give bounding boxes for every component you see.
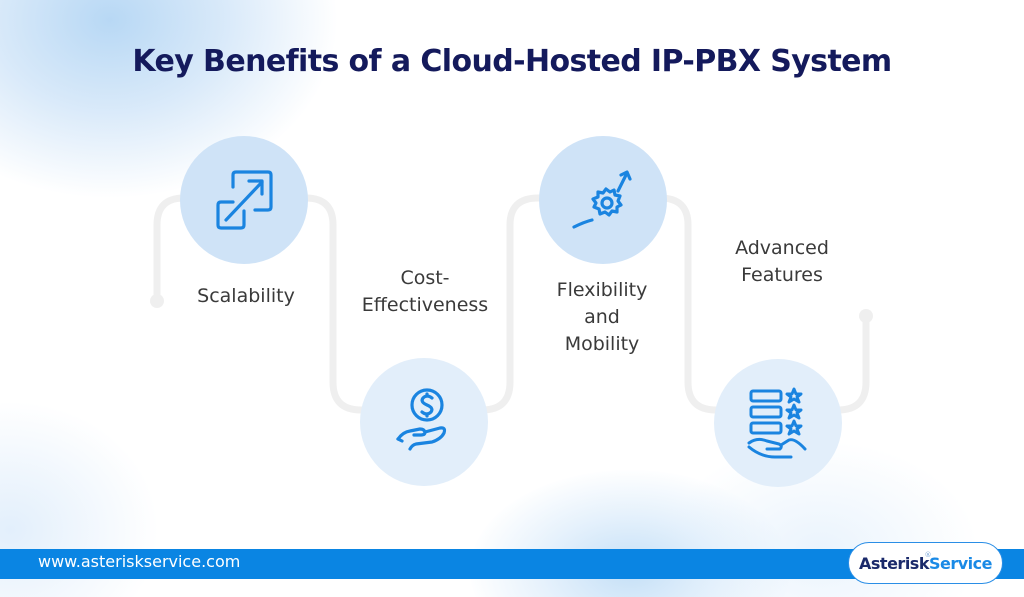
flexibility-icon-circle bbox=[539, 136, 667, 264]
resize-arrow-icon bbox=[216, 170, 273, 230]
logo-registered-mark: ® bbox=[924, 550, 931, 559]
asteriskservice-logo: Asterisk®Service bbox=[848, 542, 1003, 584]
cost-effectiveness-icon-circle bbox=[360, 358, 488, 486]
benefit-label-advanced-features: Advanced Features bbox=[735, 237, 829, 286]
features-hand-stars-icon bbox=[747, 387, 807, 459]
advanced-features-icon-circle bbox=[714, 359, 842, 487]
logo-text-service: Service bbox=[928, 553, 993, 573]
path-start-dot bbox=[150, 294, 164, 308]
gear-arrow-icon bbox=[572, 170, 632, 229]
scalability-icon-circle bbox=[180, 136, 308, 264]
benefit-label-flexibility-mobility: Flexibility and Mobility bbox=[556, 279, 648, 355]
hand-coin-icon bbox=[396, 388, 447, 451]
footer-website-link[interactable]: www.asteriskservice.com bbox=[38, 552, 241, 571]
benefit-label-scalability: Scalability bbox=[197, 285, 295, 307]
page-title: Key Benefits of a Cloud-Hosted IP-PBX Sy… bbox=[132, 44, 892, 79]
path-end-dot bbox=[859, 309, 873, 323]
logo-text-asterisk: Asterisk® bbox=[859, 550, 931, 573]
benefit-label-cost-effectiveness: Cost- Effectiveness bbox=[361, 267, 489, 316]
